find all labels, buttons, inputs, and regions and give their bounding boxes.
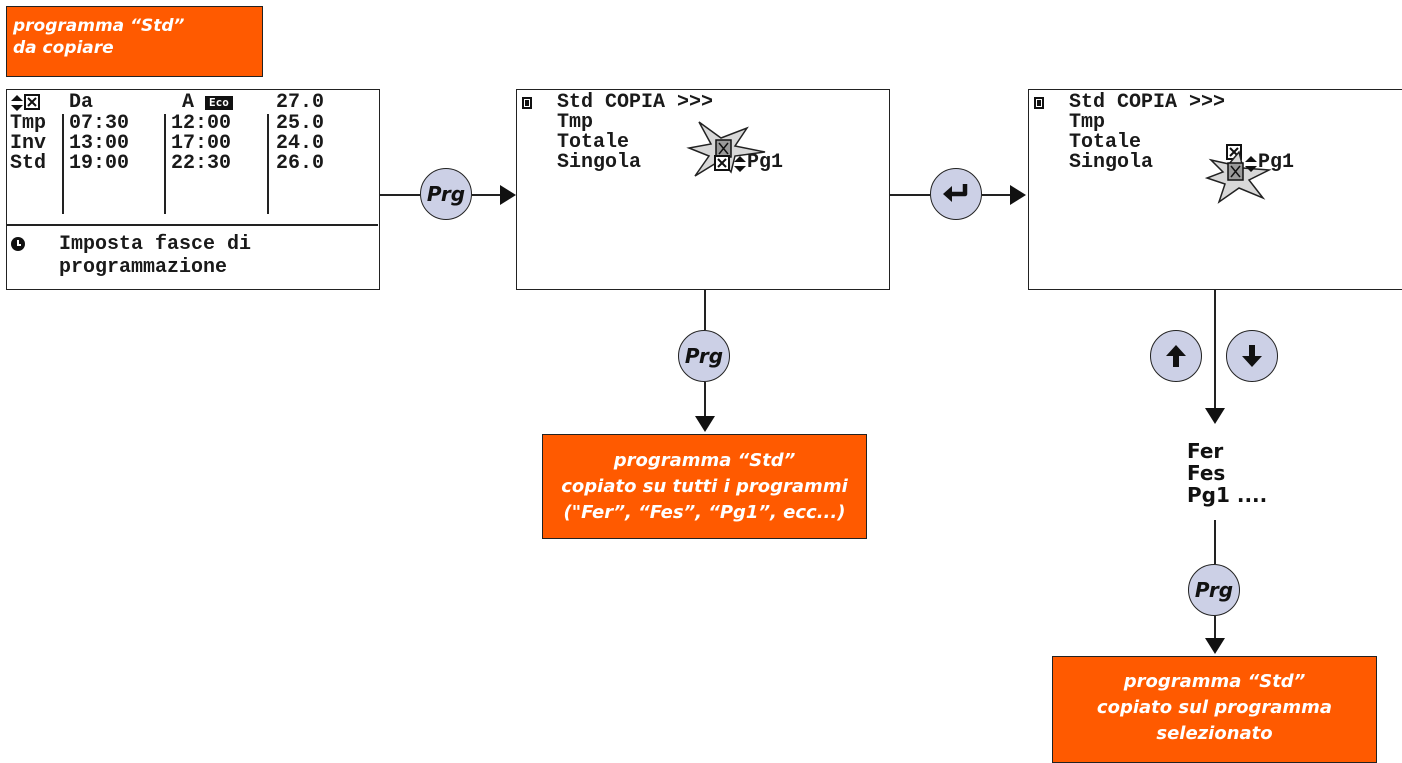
option-total: Totale — [1069, 131, 1142, 154]
prg-button-1[interactable]: Prg — [420, 168, 472, 220]
prg-label: Prg — [426, 182, 466, 206]
arrow-down-icon — [1242, 345, 1262, 367]
result-line-1: programma “Std” — [1123, 671, 1306, 692]
connector-line — [982, 194, 1010, 196]
connector-line — [1214, 616, 1216, 638]
header-from: Da — [69, 91, 94, 114]
label-line-1: programma “Std” — [13, 16, 185, 36]
column-divider-2 — [164, 114, 166, 214]
option-total: Totale — [557, 131, 630, 154]
enter-button[interactable] — [930, 168, 982, 220]
prg-button-3[interactable]: Prg — [1188, 564, 1240, 616]
prg-label: Prg — [1194, 578, 1234, 602]
connector-line — [1214, 290, 1216, 408]
program-table-screen: Da A Eco 27.0 Tmp 07:30 12:00 25.0 Inv 1… — [6, 89, 380, 290]
row-from-tmp: 07:30 — [69, 112, 130, 135]
option-tmp: Tmp — [557, 111, 594, 134]
result-line-1: programma “Std” — [613, 450, 796, 471]
list-item-pg1: Pg1 .... — [1187, 483, 1268, 507]
menu-icon — [1034, 97, 1044, 109]
row-to-std: 22:30 — [171, 152, 232, 175]
source-program-label: programma “Std” da copiare — [6, 6, 263, 77]
row-temp-tmp: 25.0 — [276, 112, 325, 135]
row-temp-std: 26.0 — [276, 152, 325, 175]
arrow-right-icon — [1010, 185, 1026, 205]
selection-burst-icon — [686, 121, 766, 177]
column-divider-3 — [267, 114, 269, 214]
result-line-2: copiato sul programma — [1096, 697, 1333, 718]
prg-button-2[interactable]: Prg — [678, 330, 730, 382]
program-value: Pg1 — [1258, 151, 1295, 174]
connector-line — [890, 194, 930, 196]
row-name-inv: Inv — [10, 132, 47, 155]
menu-icon — [522, 97, 532, 109]
copy-screen-total: Std COPIA >>> Tmp Totale Singola Pg1 — [516, 89, 890, 290]
result-line-2: copiato su tutti i programmi — [561, 476, 848, 497]
selection-burst-icon — [1205, 150, 1272, 204]
list-item-fer: Fer — [1187, 439, 1224, 463]
updown-icon — [1245, 156, 1257, 172]
arrow-right-icon — [500, 185, 516, 205]
footer-divider — [7, 224, 378, 226]
option-single: Singola — [1069, 151, 1154, 174]
footer-line-1: Imposta fasce di — [59, 233, 252, 256]
option-tmp: Tmp — [1069, 111, 1106, 134]
result-line-3: selezionato — [1156, 723, 1273, 744]
row-from-inv: 13:00 — [69, 132, 130, 155]
connector-line — [704, 290, 706, 330]
copy-screen-single: Std COPIA >>> Tmp Totale Singola Pg1 — [1028, 89, 1402, 290]
row-to-inv: 17:00 — [171, 132, 232, 155]
connector-line — [380, 194, 420, 196]
clock-icon — [11, 237, 25, 251]
footer-line-2: programmazione — [59, 256, 228, 279]
copy-title: Std COPIA >>> — [1069, 91, 1226, 114]
arrow-up-icon — [1166, 345, 1186, 367]
eco-badge: Eco — [205, 96, 233, 110]
connector-line — [704, 382, 706, 416]
updown-icon — [11, 95, 23, 111]
program-list: Fer Fes Pg1 .... — [1187, 440, 1267, 506]
checkbox-icon — [714, 155, 730, 171]
arrow-down-icon — [695, 416, 715, 432]
option-single: Singola — [557, 151, 642, 174]
row-name-tmp: Tmp — [10, 112, 47, 135]
connector-line — [472, 194, 500, 196]
list-item-fes: Fes — [1187, 461, 1226, 485]
up-button[interactable] — [1150, 330, 1202, 382]
header-temp: 27.0 — [276, 91, 325, 114]
label-line-2: da copiare — [13, 38, 114, 58]
down-button[interactable] — [1226, 330, 1278, 382]
row-to-tmp: 12:00 — [171, 112, 232, 135]
arrow-down-icon — [1205, 638, 1225, 654]
column-divider-1 — [62, 114, 64, 214]
checkbox-icon — [24, 94, 40, 110]
connector-line — [1214, 520, 1216, 564]
prg-label: Prg — [684, 344, 724, 368]
result-line-3: ("Fer”, “Fes”, “Pg1”, ecc...) — [563, 502, 846, 523]
row-from-std: 19:00 — [69, 152, 130, 175]
program-value: Pg1 — [747, 151, 784, 174]
result-all-programs: programma “Std” copiato su tutti i progr… — [542, 434, 867, 539]
header-to: A — [182, 91, 195, 114]
row-temp-inv: 24.0 — [276, 132, 325, 155]
copy-title: Std COPIA >>> — [557, 91, 714, 114]
arrow-down-icon — [1205, 408, 1225, 424]
row-name-std: Std — [10, 152, 47, 175]
updown-icon — [734, 156, 746, 172]
enter-icon — [943, 184, 968, 202]
result-selected-program: programma “Std” copiato sul programma se… — [1052, 656, 1377, 763]
